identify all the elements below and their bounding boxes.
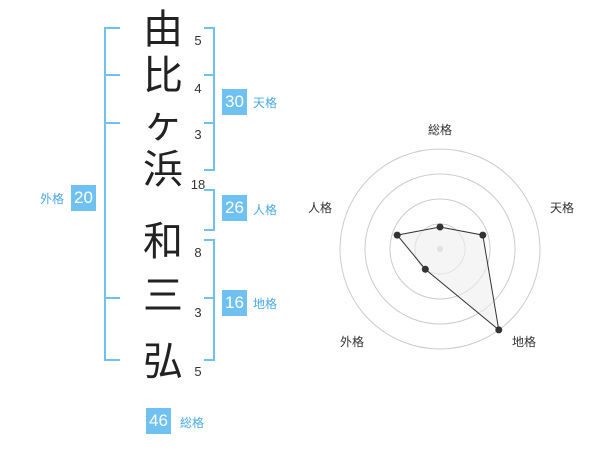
radar-label-chikaku: 地格 [512,335,537,349]
radar-point-5 [393,231,401,239]
radar-ring [364,173,516,325]
radar-point-4 [421,265,429,273]
name-char-1: 由 [143,7,183,53]
radar-point-2 [479,231,487,239]
tenkaku-bracket [204,27,215,171]
jinkaku-label: 人格 [253,203,278,217]
name-char-7: 弘 [143,339,183,385]
jinkaku-value: 26 [222,195,247,221]
name-char-5: 和 [143,219,183,265]
stroke-count-3: 3 [194,127,202,142]
soukaku-label: 総格 [180,416,205,430]
chikaku-bracket [204,239,215,361]
chikaku-label: 地格 [253,297,278,311]
name-char-3: ヶ [143,101,183,147]
soukaku-value: 46 [146,408,171,434]
radar-ring [339,148,541,350]
radar-point-3 [495,326,503,334]
tenkaku-label: 天格 [253,96,278,110]
gaikaku-label: 外格 [40,192,65,206]
radar-label-jinkaku: 人格 [308,201,333,215]
gaikaku-bracket [104,27,120,361]
radar-label-tenkaku: 天格 [550,201,575,215]
radar-point-1 [436,223,444,231]
tenkaku-value: 30 [222,89,247,115]
stroke-count-6: 3 [194,305,202,320]
gaikaku-value: 20 [71,185,96,211]
chikaku-value: 16 [222,290,247,316]
stroke-count-5: 8 [194,245,202,260]
stroke-count-1: 5 [194,33,202,48]
name-char-6: 三 [143,273,183,319]
radar-label-gaikaku: 外格 [340,335,365,349]
radar-polygon [396,226,500,332]
radar-ring [389,198,491,300]
stroke-count-7: 5 [194,364,202,379]
jinkaku-bracket [204,189,215,231]
name-char-2: 比 [143,53,183,99]
stroke-count-2: 4 [194,81,202,96]
stroke-count-4: 18 [190,177,206,192]
name-char-4: 浜 [143,147,183,193]
radar-label-soukaku: 総格 [428,123,453,137]
